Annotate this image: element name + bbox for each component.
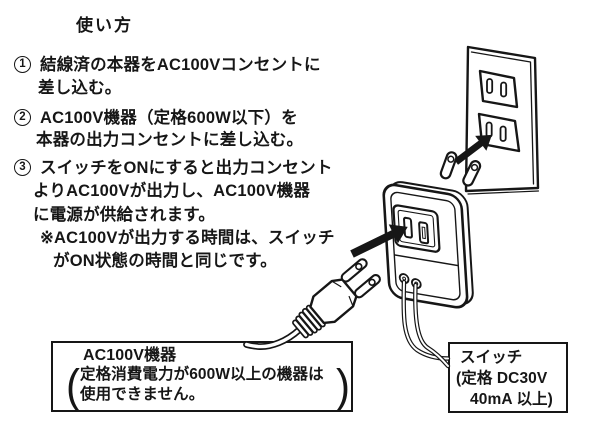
plug-body [309,278,358,325]
switch-wire-1-outline [401,279,451,361]
plug-prong-bottom-hole [368,278,376,287]
device-depth-edge [388,181,474,306]
output-slot-right [418,221,430,245]
step-3-line-1: スイッチをONにすると出力コンセント [40,159,333,177]
step-3-line-2: よりAC100Vが出力し、AC100V機器 [33,182,311,200]
prong-hole [470,163,479,172]
output-socket-recess [392,204,441,253]
appliance-label-paren-open: ( [66,359,80,412]
wall-plate-bottom-edge [467,190,540,195]
prong-blade [439,151,458,180]
plug-body-bevel [331,280,354,307]
step-2-line-1: AC100V機器（定格600W以下）を [40,109,298,127]
step-3-line-3: に電源が供給されます。 [33,206,216,224]
step-1-line-1: 結線済の本器をAC100Vコンセントに [40,56,321,74]
cord-rib [295,315,314,336]
wall-outlet-icon [464,45,540,195]
arrow-into-wall-icon [453,134,492,165]
output-slot-right-pin [421,226,426,240]
step-3-number: 3 [14,159,31,176]
device-face [390,191,461,301]
upper-socket [478,69,519,109]
appliance-label-line-2: 使用できません。 [80,386,205,403]
step-1-line-2: 差し込む。 [38,79,122,97]
output-socket-inner [397,209,436,248]
switch-wires-icon [401,279,451,369]
upper-socket-slot-right [500,81,508,98]
plug-prong-bottom [353,273,381,299]
switch-wire-2-outline [413,282,451,369]
wall-prong-right [462,160,482,187]
plug-prong-top-hole [355,262,363,271]
device-wall-prongs-icon [439,151,482,187]
cord-rib [298,311,318,334]
lower-socket [477,112,521,153]
wire-terminal-left [398,273,410,284]
switch-wire-1-core [402,281,449,360]
step-2-line-2: 本器の出力コンセントに差し込む。 [36,131,304,149]
lower-socket-slot-left [485,121,493,138]
appliance-label-line-1: 定格消費電力が600W以上の機器は [80,366,324,383]
switch-label-line-2: (定格 DC30V [456,370,548,387]
device-outline [382,183,469,309]
cord-rib [305,304,326,328]
arrow-shape [350,224,408,258]
appliance-label-paren-close: ) [336,359,350,412]
lower-socket-slot-right [499,125,507,142]
arrow-into-device-icon [350,224,408,258]
plug-prong-top [340,258,368,283]
wire-terminal-right-screw [414,281,419,286]
step-3-note-line-2: がON状態の時間と同じです。 [53,252,277,270]
output-slot-left [403,216,413,239]
step-1-number: 1 [14,56,31,73]
wall-plate-bevel [470,51,535,185]
step-2-number: 2 [14,109,31,126]
wire-terminal-left-screw [402,276,407,281]
wall-prong-left [439,151,458,180]
switch-label-box: スイッチ (定格 DC30V 40mA 以上) [448,342,568,413]
device-divider-line [394,254,459,267]
appliance-label-box: AC100V機器 ( 定格消費電力が600W以上の機器は 使用できません。 ) [51,341,353,412]
appliance-label-title: AC100V機器 [83,347,177,364]
cord-rib [292,319,309,339]
switch-wire-2-core [414,284,449,367]
timer-device-icon [382,181,474,309]
switch-label-line-3: 40mA 以上) [470,391,553,408]
arrow-shape [453,134,492,165]
upper-socket-slot-left [486,78,494,94]
step-3-note-line-1: ※AC100Vが出力する時間は、スイッチ [40,229,335,247]
page-title: 使い方 [76,16,133,35]
wire-terminal-right [411,278,422,290]
power-plug-icon [292,258,381,339]
switch-label-line-1: スイッチ [460,349,523,366]
wall-plate-outline [464,45,540,193]
cord-rib [301,307,322,331]
prong-hole [447,155,455,163]
prong-blade [462,160,482,187]
